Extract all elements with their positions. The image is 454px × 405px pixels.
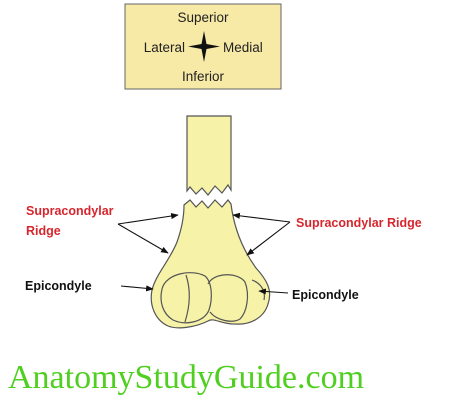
superior-label: Superior [177,10,229,25]
epicondyle-right-label: Epicondyle [292,288,359,302]
pointer-left-ridge-lower [117,223,169,254]
supracondylar-ridge-right: Supracondylar Ridge [296,216,422,230]
supracondylar-ridge-left-line2: Ridge [26,224,61,238]
pointer-right-epicondyle [258,288,289,295]
pointer-right-ridge-upper [232,212,291,223]
humerus-lower-end [150,115,271,329]
capitulum-outline [207,274,249,322]
supracondylar-ridge-left-line1: Supracondylar [26,204,114,218]
pointer-left-epicondyle [120,285,154,292]
trochlea-outline [160,272,212,324]
compass-star-icon [188,31,220,62]
medial-label: Medial [223,40,263,55]
lateral-label: Lateral [144,40,185,55]
orientation-compass: Superior Inferior Lateral Medial [124,3,282,90]
medial-epicondyle-outline [251,279,265,301]
humerus-lower-segment [150,199,271,329]
epicondyle-left-label: Epicondyle [25,279,92,293]
pointer-left-ridge-upper [117,212,179,225]
trochlea-groove [184,274,190,323]
inferior-label: Inferior [182,69,225,84]
site-watermark: AnatomyStudyGuide.com [8,359,364,396]
pointer-lines [117,212,291,295]
humerus-shaft [186,115,232,196]
pointer-right-ridge-lower [246,221,291,256]
